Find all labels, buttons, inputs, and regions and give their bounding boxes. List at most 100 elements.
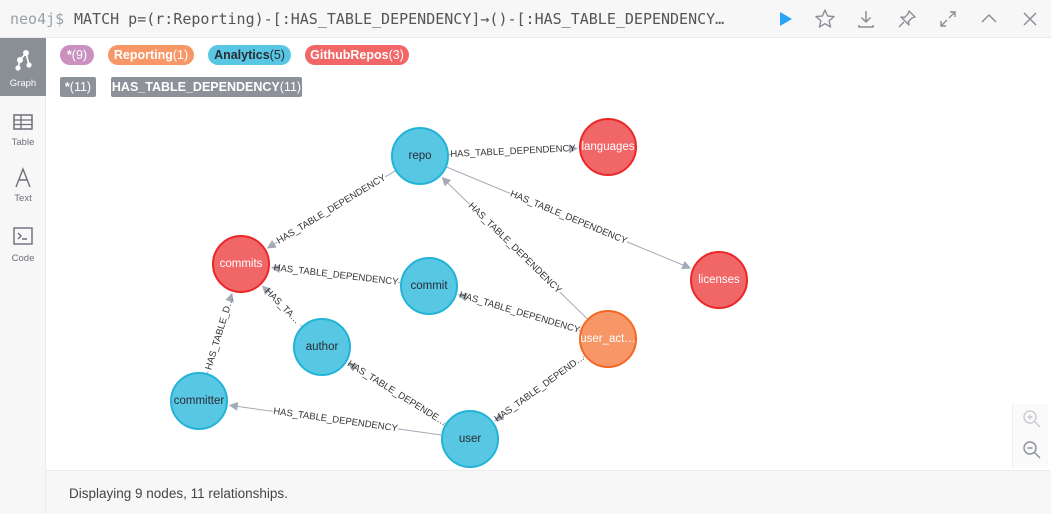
node-commit[interactable]: commit bbox=[400, 257, 458, 315]
node-label: user_act… bbox=[580, 333, 636, 345]
table-icon bbox=[11, 110, 35, 134]
relationship-line bbox=[385, 170, 396, 178]
sidebar-item-table[interactable]: Table bbox=[0, 106, 46, 164]
sidebar-item-label: Code bbox=[11, 253, 35, 264]
relationship-label: HAS_TABLE_DEPENDENCY bbox=[458, 290, 582, 336]
reltype-chip-has-table-dependency[interactable]: HAS_TABLE_DEPENDENCY(11) bbox=[111, 77, 302, 97]
node-circle bbox=[400, 257, 458, 315]
node-repo[interactable]: repo bbox=[391, 127, 449, 185]
zoom-in-icon[interactable] bbox=[1021, 408, 1043, 430]
relationship-line bbox=[582, 355, 585, 358]
node-circle bbox=[441, 410, 499, 468]
node-circle bbox=[579, 310, 637, 368]
node-circle bbox=[391, 127, 449, 185]
node-commits[interactable]: commits bbox=[212, 235, 270, 293]
sidebar-item-graph[interactable]: Graph bbox=[0, 38, 46, 96]
relationship-label: HAS_TABLE_DEPENDENCY bbox=[273, 406, 399, 434]
relationship-arrow bbox=[228, 401, 274, 412]
chip-name: Analytics bbox=[214, 48, 270, 62]
relationship-label: HAS_TABLE_DEPENDENCY bbox=[273, 262, 400, 288]
chip-name: * bbox=[66, 48, 72, 62]
node-circle bbox=[293, 318, 351, 376]
label-chip-analytics[interactable]: Analytics(5) bbox=[208, 45, 291, 65]
star-icon[interactable] bbox=[812, 6, 838, 32]
chip-count: (9) bbox=[71, 48, 88, 62]
sidebar-item-text[interactable]: Text bbox=[0, 162, 46, 220]
relationship-label: HAS_TABLE_DEPENDENCY bbox=[509, 189, 630, 247]
relationship-label: HAS_TABLE_DEPENDENCY bbox=[275, 172, 389, 247]
relationship-arrow bbox=[262, 285, 272, 296]
relationship-arrow bbox=[441, 176, 470, 205]
graph-icon bbox=[11, 48, 35, 72]
node-committer[interactable]: committer bbox=[170, 372, 228, 430]
download-icon[interactable] bbox=[853, 6, 879, 32]
relationship-arrow bbox=[626, 241, 692, 270]
collapse-icon[interactable] bbox=[976, 6, 1002, 32]
relationship-arrow bbox=[457, 292, 468, 302]
query-bar: neo4j$ MATCH p=(r:Reporting)-[:HAS_TABLE… bbox=[0, 0, 1051, 38]
chip-count: (3) bbox=[388, 48, 404, 62]
chip-name: * bbox=[64, 80, 70, 94]
relationship-label: HAS_TABLE_DEPENDENCY bbox=[450, 143, 577, 160]
node-label: commit bbox=[410, 280, 448, 292]
node-label: commits bbox=[220, 258, 263, 270]
node-label: user bbox=[459, 433, 482, 445]
node-label: committer bbox=[174, 395, 225, 407]
node-circle bbox=[690, 251, 748, 309]
relationship-edge[interactable]: HAS_TABLE_DEPENDENCY bbox=[266, 170, 396, 249]
relationship-arrow bbox=[225, 292, 234, 303]
zoom-out-icon[interactable] bbox=[1021, 439, 1043, 461]
node-author[interactable]: author bbox=[293, 318, 351, 376]
sidebar-item-label: Text bbox=[14, 193, 32, 204]
reltype-chip-all[interactable]: *(11) bbox=[60, 77, 96, 97]
relationship-line bbox=[299, 324, 303, 327]
relationship-edge[interactable]: HAS_TABLE_DEPENDENCY bbox=[270, 262, 401, 288]
status-bar: Displaying 9 nodes, 11 relationships. bbox=[46, 470, 1051, 514]
chip-count: (1) bbox=[172, 48, 189, 62]
relationship-edge[interactable]: HAS_TABLE_DEPENDENCY bbox=[458, 290, 582, 336]
query-input[interactable]: MATCH p=(r:Reporting)-[:HAS_TABLE_DEPEND… bbox=[74, 10, 725, 28]
relationship-arrow bbox=[347, 362, 358, 372]
node-languages[interactable]: languages bbox=[579, 118, 637, 176]
sidebar-item-label: Table bbox=[11, 137, 35, 148]
relationship-line bbox=[446, 166, 511, 194]
editor-prompt: neo4j$ bbox=[10, 10, 65, 28]
chip-name: HAS_TABLE_DEPENDENCY bbox=[111, 80, 280, 94]
chip-count: (11) bbox=[279, 80, 302, 94]
node-label: languages bbox=[581, 141, 634, 153]
pin-icon[interactable] bbox=[894, 6, 920, 32]
sidebar-item-code[interactable]: Code bbox=[0, 222, 46, 280]
relationship-arrow bbox=[266, 239, 278, 249]
node-label: repo bbox=[408, 150, 431, 162]
relationship-edge[interactable]: HAS_TABLE_DEPENDENCY bbox=[228, 401, 442, 436]
relationship-edge[interactable]: HAS_TABLE_DEPENDENCY bbox=[448, 143, 578, 160]
label-chip-reporting[interactable]: Reporting(1) bbox=[108, 45, 194, 65]
expand-icon[interactable] bbox=[935, 6, 961, 32]
chip-name: Reporting bbox=[113, 48, 173, 62]
node-licenses[interactable]: licenses bbox=[690, 251, 748, 309]
node-circle bbox=[170, 372, 228, 430]
zoom-controls bbox=[1012, 404, 1048, 468]
relationship-label: HAS_TABLE_DEPEND… bbox=[493, 352, 587, 425]
node-circle bbox=[579, 118, 637, 176]
relationship-edge[interactable]: HAS_TA… bbox=[262, 285, 303, 327]
relationship-line bbox=[443, 422, 446, 425]
chip-count: (5) bbox=[269, 48, 285, 62]
relationship-edge[interactable]: HAS_TABLE_D… bbox=[203, 292, 236, 374]
play-icon[interactable] bbox=[772, 6, 798, 32]
relationship-label: HAS_TA… bbox=[262, 286, 302, 326]
relationship-edge[interactable]: HAS_TABLE_DEPEND… bbox=[493, 352, 587, 425]
sidebar-item-label: Graph bbox=[9, 78, 37, 89]
relationship-arrow bbox=[494, 412, 505, 422]
node-user[interactable]: user bbox=[441, 410, 499, 468]
close-icon[interactable] bbox=[1017, 6, 1043, 32]
text-icon bbox=[11, 166, 35, 190]
graph-canvas[interactable]: HAS_TABLE_DEPENDENCYHAS_TABLE_DEPENDENCY… bbox=[46, 38, 1011, 470]
label-chip-all[interactable]: *(9) bbox=[60, 45, 94, 65]
node-circle bbox=[212, 235, 270, 293]
node-user_act[interactable]: user_act… bbox=[579, 310, 637, 368]
label-chip-githubrepos[interactable]: GithubRepos(3) bbox=[305, 45, 409, 65]
chip-count: (11) bbox=[69, 80, 92, 94]
node-label: licenses bbox=[698, 274, 740, 286]
relationship-line bbox=[578, 329, 581, 332]
